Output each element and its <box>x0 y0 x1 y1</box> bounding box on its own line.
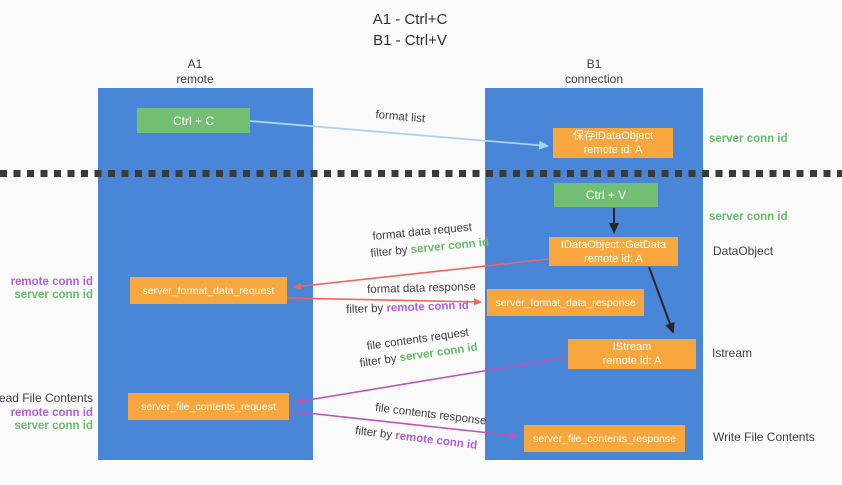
read-file-contents-label: Read File Contents <box>0 391 93 405</box>
server-file-contents-request-label: server_file_contents_request <box>141 400 276 413</box>
column-a1-name: A1 <box>187 57 203 71</box>
ctrl-v-label: Ctrl + V <box>585 188 627 202</box>
server-file-contents-response-label: server_file_contents_response <box>532 432 676 445</box>
remote-conn-id-keyword: remote conn id <box>394 429 478 452</box>
idataobject-getdata-box: IDataObject::GetData remote id: A <box>549 237 678 266</box>
server-format-data-request-label: server_format_data_request <box>142 284 275 297</box>
left-format-conn-ids: remote conn id server conn id <box>11 276 93 302</box>
server-conn-id-annotation-mid: server conn id <box>709 211 788 223</box>
column-a1-role: remote <box>176 72 214 86</box>
save-idataobject-line1: 保存IDataObject <box>572 130 654 142</box>
server-conn-id-keyword: server conn id <box>410 236 490 257</box>
save-idataobject-line2: remote id: A <box>583 144 643 156</box>
remote-conn-id-annotation: remote conn id <box>10 276 93 288</box>
ctrl-v-box: Ctrl + V <box>554 183 658 207</box>
server-format-data-request-box: server_format_data_request <box>130 277 287 304</box>
istream-line2: remote id: A <box>602 355 662 367</box>
filter-by-text: filter by <box>346 302 384 316</box>
remote-conn-id-keyword: remote conn id <box>386 299 470 315</box>
server-file-contents-response-box: server_file_contents_response <box>524 425 685 452</box>
istream-box: IStream remote id: A <box>568 339 696 369</box>
filter-by-remote-conn-id-label-1: filter by remote conn id <box>346 300 469 316</box>
save-idataobject-box: 保存IDataObject remote id: A <box>553 128 673 158</box>
diagram-title: A1 - Ctrl+C B1 - Ctrl+V <box>298 9 522 51</box>
server-conn-id-annotation: server conn id <box>14 420 93 432</box>
idataobject-getdata-line1: IDataObject::GetData <box>560 238 667 251</box>
write-file-contents-label: Write File Contents <box>713 430 815 444</box>
remote-conn-id-annotation: remote conn id <box>10 407 93 419</box>
filter-by-text: filter by <box>370 244 409 260</box>
title-line-1: A1 - Ctrl+C <box>372 11 448 28</box>
format-list-label: format list <box>374 109 426 126</box>
dataobject-label: DataObject <box>713 244 774 258</box>
column-b1-name: B1 <box>586 57 602 71</box>
server-file-contents-request-box: server_file_contents_request <box>128 393 289 420</box>
column-header-b1: B1 connection <box>534 57 654 87</box>
column-b1-role: connection <box>564 72 624 86</box>
format-data-response-label: format data response <box>367 281 476 296</box>
server-format-data-response-label: server_format_data_response <box>495 296 636 309</box>
istream-line1: IStream <box>612 341 652 353</box>
column-header-a1: A1 remote <box>135 57 255 87</box>
idataobject-getdata-line2: remote id: A <box>584 252 643 265</box>
title-line-2: B1 - Ctrl+V <box>373 32 447 49</box>
istream-side-label: Istream <box>712 346 753 360</box>
filter-by-text: filter by <box>359 352 398 370</box>
filter-by-remote-conn-id-label-2: filter by remote conn id <box>355 425 478 452</box>
filter-by-text: filter by <box>354 425 393 442</box>
ctrl-c-label: Ctrl + C <box>172 113 214 128</box>
ctrl-c-box: Ctrl + C <box>137 108 250 133</box>
left-file-conn-ids: remote conn id server conn id <box>11 407 93 433</box>
server-format-data-response-box: server_format_data_response <box>487 289 644 316</box>
server-conn-id-annotation-top: server conn id <box>709 133 788 145</box>
server-conn-id-annotation: server conn id <box>14 289 93 301</box>
file-contents-response-label: file contents response <box>374 402 488 428</box>
